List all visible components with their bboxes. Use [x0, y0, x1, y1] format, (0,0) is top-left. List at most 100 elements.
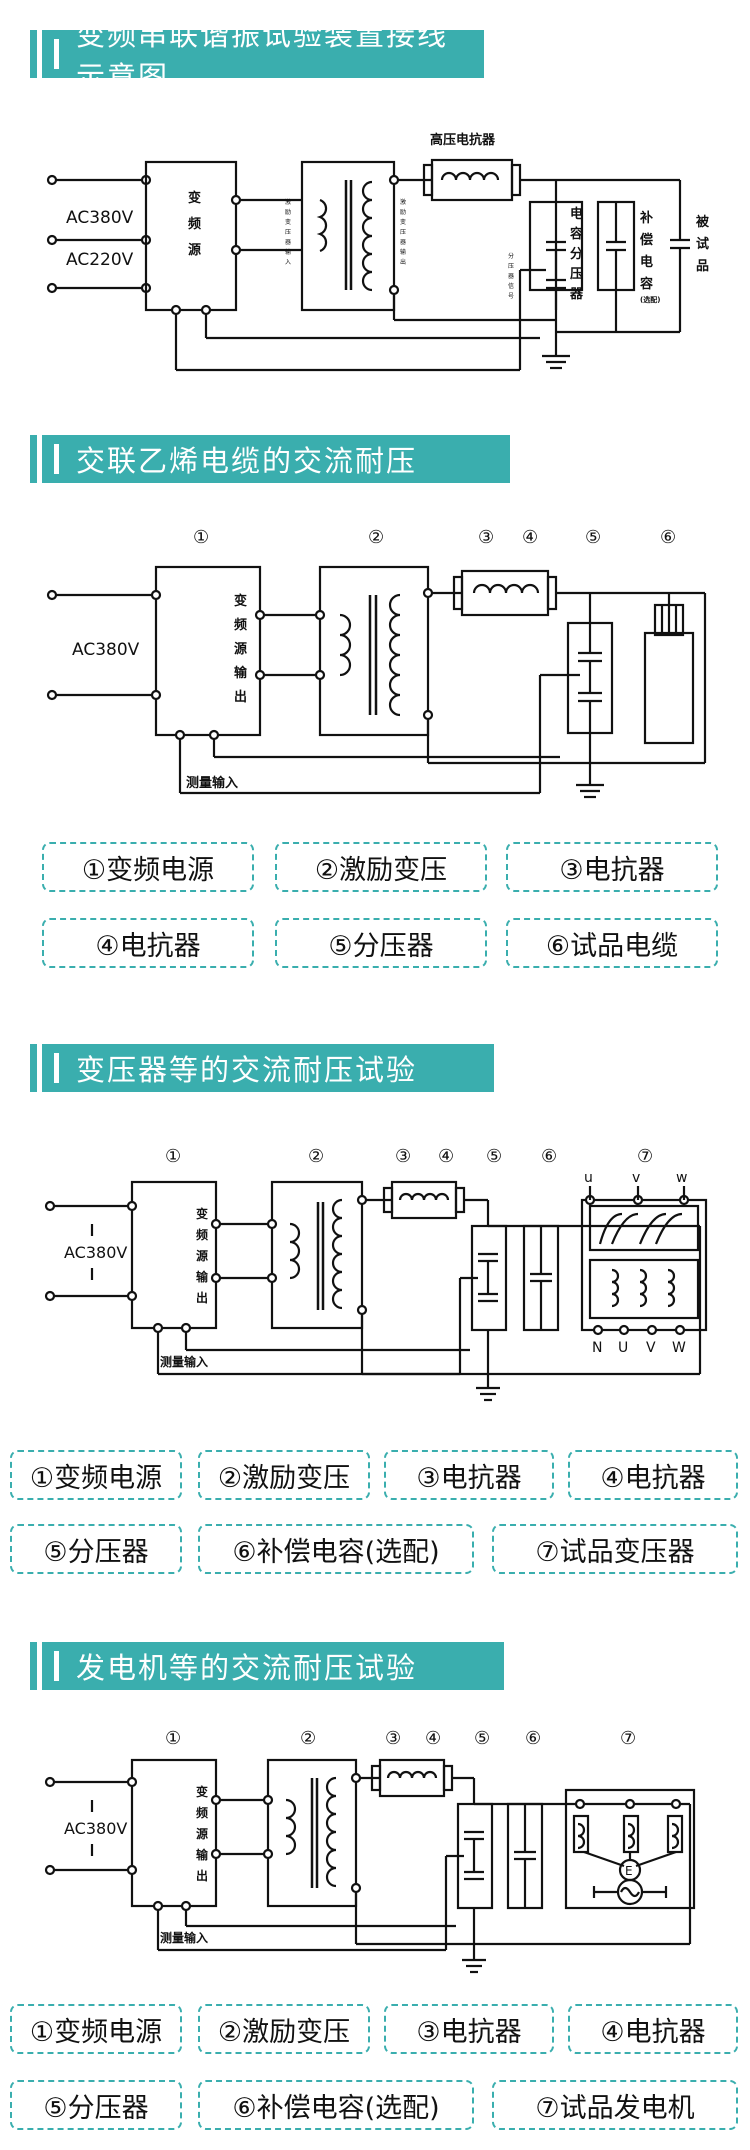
svg-text:①: ①	[165, 1728, 181, 1749]
measure-input-label: 测量输入	[160, 1930, 208, 1945]
svg-text:w: w	[676, 1170, 687, 1186]
top-terminal-labels: u v w	[584, 1170, 687, 1186]
exciter-transformer	[300, 160, 396, 312]
legend-item-3: ③电抗器	[384, 2004, 554, 2054]
test-cable	[643, 631, 695, 745]
svg-text:变: 变	[188, 190, 201, 206]
svg-text:变: 变	[196, 1206, 208, 1221]
svg-text:容: 容	[569, 226, 583, 242]
terminal	[46, 174, 58, 186]
svg-text:补: 补	[639, 210, 653, 226]
legend-item-3: ③电抗器	[384, 1450, 554, 1500]
svg-text:⑥: ⑥	[525, 1728, 541, 1749]
svg-text:分: 分	[570, 246, 583, 262]
svg-text:U: U	[618, 1340, 628, 1356]
source-label: 变 频 源	[188, 190, 201, 258]
svg-text:频: 频	[234, 617, 247, 633]
svg-text:输: 输	[285, 248, 291, 256]
svg-text:出: 出	[196, 1868, 208, 1883]
test-transformer	[580, 1198, 708, 1332]
svg-text:v: v	[632, 1170, 640, 1186]
svg-text:出: 出	[400, 258, 406, 266]
svg-text:容: 容	[639, 276, 653, 292]
svg-text:电: 电	[640, 254, 653, 270]
svg-text:④: ④	[425, 1728, 441, 1749]
svg-text:入: 入	[285, 259, 291, 266]
svg-text:④: ④	[522, 527, 538, 548]
terminal	[46, 282, 58, 294]
legend-item-1: ①变频电源	[10, 2004, 182, 2054]
legend-item-4: ④电抗器	[568, 2004, 738, 2054]
svg-text:⑦: ⑦	[620, 1728, 636, 1749]
diagram-3-numbers: ① ② ③ ④ ⑤ ⑥ ⑦	[165, 1146, 653, 1167]
bottom-terminal-labels: N U V W	[592, 1340, 686, 1356]
exciter-transformer	[318, 565, 430, 737]
svg-text:W: W	[672, 1340, 686, 1356]
legend-item-2: ②激励变压	[275, 842, 487, 892]
svg-text:①: ①	[165, 1146, 181, 1167]
frequency-source-box	[154, 565, 262, 737]
svg-text:③: ③	[478, 527, 494, 548]
legend-item-6: ⑥补偿电容(选配)	[198, 1524, 474, 1574]
generator-letter: E	[625, 1864, 633, 1878]
measure-input-label: 测量输入	[186, 775, 238, 791]
svg-text:⑥: ⑥	[541, 1146, 557, 1167]
svg-text:输: 输	[196, 1847, 209, 1862]
compensation-label: 补偿电容 (选配)	[639, 210, 660, 304]
ac380-label: AC380V	[66, 208, 134, 228]
svg-text:u: u	[584, 1170, 593, 1186]
legend-item-5: ⑤分压器	[275, 918, 487, 968]
svg-text:④: ④	[438, 1146, 454, 1167]
measure-input-label: 测量输入	[160, 1354, 208, 1369]
section-1-title: 变频串联谐振试验装置接线示意图	[30, 18, 484, 94]
svg-text:分: 分	[508, 252, 514, 260]
svg-text:变: 变	[285, 218, 291, 226]
svg-text:①: ①	[193, 527, 209, 548]
legend-item-5: ⑤分压器	[10, 2080, 182, 2130]
svg-text:励: 励	[285, 208, 291, 216]
svg-text:变: 变	[400, 218, 406, 226]
legend-item-4: ④电抗器	[568, 1450, 738, 1500]
high-voltage-reactor	[430, 158, 514, 202]
svg-text:频: 频	[196, 1227, 208, 1242]
ac220-label: AC220V	[66, 250, 134, 270]
svg-text:变: 变	[234, 593, 247, 609]
legend-item-6: ⑥补偿电容(选配)	[198, 2080, 474, 2130]
svg-text:偿: 偿	[640, 232, 653, 248]
diagram-2-numbers: ① ② ③ ④ ⑤ ⑥	[193, 527, 676, 548]
svg-text:试: 试	[696, 236, 709, 252]
frequency-source-box	[144, 160, 238, 312]
ac380-label: AC380V	[72, 640, 140, 660]
legend-item-1: ①变频电源	[42, 842, 254, 892]
frequency-source-box	[130, 1180, 218, 1330]
svg-text:出: 出	[234, 689, 247, 705]
svg-text:器: 器	[508, 273, 514, 280]
svg-text:变: 变	[196, 1784, 208, 1799]
frequency-source-box	[130, 1758, 218, 1908]
svg-text:励: 励	[400, 208, 406, 216]
legend-item-6: ⑥试品电缆	[506, 918, 718, 968]
terminal	[46, 234, 58, 246]
svg-text:器: 器	[400, 239, 406, 246]
legend-item-7: ⑦试品变压器	[492, 1524, 738, 1574]
svg-text:⑥: ⑥	[660, 527, 676, 548]
reactor-label: 高压电抗器	[430, 132, 496, 148]
svg-text:输: 输	[196, 1269, 209, 1284]
exciter-transformer	[266, 1758, 358, 1908]
svg-text:(选配): (选配)	[640, 295, 660, 304]
svg-text:频: 频	[188, 216, 201, 232]
svg-text:②: ②	[308, 1146, 324, 1167]
svg-text:⑦: ⑦	[637, 1146, 653, 1167]
ac380-label: AC380V	[64, 1819, 127, 1838]
svg-text:源: 源	[196, 1826, 208, 1841]
test-object-label: 被试品	[695, 214, 710, 274]
test-generator	[564, 1788, 696, 1910]
svg-text:电: 电	[570, 206, 583, 222]
legend-item-1: ①变频电源	[10, 1450, 182, 1500]
